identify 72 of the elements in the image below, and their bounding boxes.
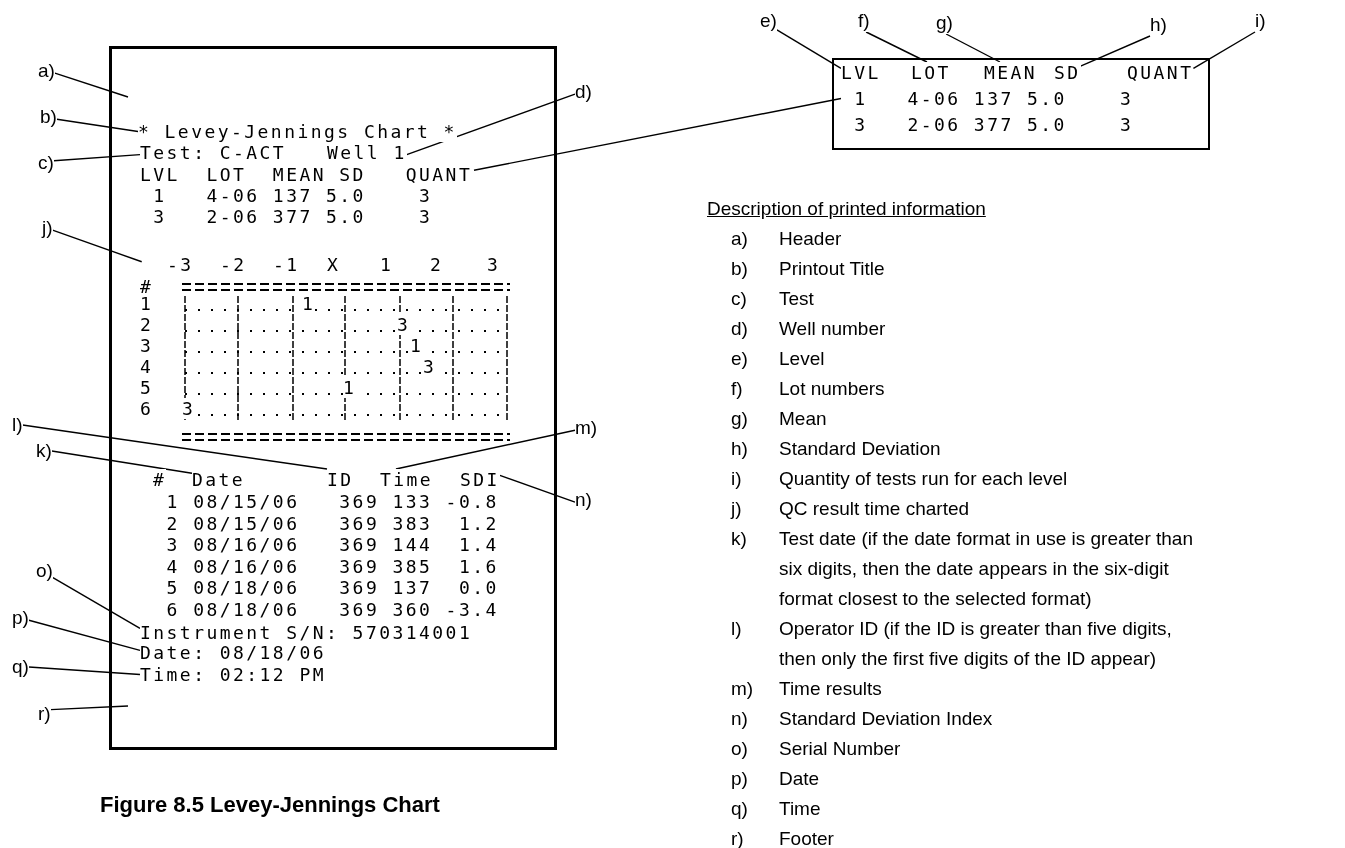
list-marker: i) xyxy=(731,467,743,491)
leader-line xyxy=(53,153,141,162)
leader-line xyxy=(499,474,576,503)
figure-caption: Figure 8.5 Levey-Jennings Chart xyxy=(100,792,440,818)
list-item-text: Mean xyxy=(779,407,828,431)
list-marker: e) xyxy=(731,347,749,371)
leader-line xyxy=(54,72,129,98)
table-row-text: 1 08/15/06 369 133 -0.8 xyxy=(165,491,499,512)
list-marker: p) xyxy=(731,767,749,791)
data-point-label: 3 xyxy=(397,314,411,335)
list-item-text: QC result time charted xyxy=(779,497,971,521)
leader-line xyxy=(51,450,193,474)
leader-line xyxy=(56,118,139,133)
list-marker: f) xyxy=(731,377,744,401)
list-marker: g) xyxy=(731,407,749,431)
data-point-label: 1 xyxy=(343,377,357,398)
leader-line xyxy=(49,705,129,711)
list-item-text: Time xyxy=(779,797,822,821)
table-header-row: LVL LOT MEAN SD QUANT xyxy=(140,164,473,185)
list-item-text: Printout Title xyxy=(779,257,886,281)
leader-line xyxy=(28,666,141,676)
leader-line xyxy=(1079,35,1151,67)
list-marker: n) xyxy=(731,707,749,731)
leader-line xyxy=(776,29,842,69)
table-row-text: 2 08/15/06 369 383 1.2 xyxy=(165,512,499,534)
table-row-text: 6 08/18/06 369 360 -3.4 xyxy=(165,599,499,620)
list-item-text: Time results xyxy=(779,677,883,701)
list-item-text: Well number xyxy=(779,317,887,341)
inset-box xyxy=(832,58,1210,150)
list-marker: m) xyxy=(731,677,755,701)
list-item-text: Standard Deviation xyxy=(779,437,942,461)
table-row-text: 4 08/16/06 369 385 1.6 xyxy=(165,555,499,577)
list-item-text: Test xyxy=(779,287,815,311)
list-item-text: Serial Number xyxy=(779,737,902,761)
table-row-text: 3 2-06 377 5.0 3 xyxy=(152,206,433,227)
list-heading: Description of printed information xyxy=(707,197,986,221)
printout-box xyxy=(109,46,557,750)
list-marker: c) xyxy=(731,287,748,311)
list-item-text: Operator ID (if the ID is greater than five digits, then only the first five digits of the ID appear) xyxy=(779,617,1173,671)
printout-title: * Levey-Jennings Chart * xyxy=(138,121,457,142)
leader-line xyxy=(945,33,1001,63)
list-marker: a) xyxy=(731,227,749,251)
list-item-text: Header xyxy=(779,227,843,251)
list-marker: b) xyxy=(731,257,749,281)
list-marker: k) xyxy=(731,527,748,551)
table-row-text: 5 08/18/06 369 137 0.0 xyxy=(165,577,499,599)
leader-line xyxy=(406,93,576,156)
table-row-text: 3 08/16/06 369 144 1.4 xyxy=(165,534,499,556)
leader-line xyxy=(1192,31,1256,69)
list-marker: h) xyxy=(731,437,749,461)
list-item-text: Standard Deviation Index xyxy=(779,707,994,731)
leader-line xyxy=(865,31,928,63)
list-item-text: Lot numbers xyxy=(779,377,886,401)
leader-line xyxy=(52,576,141,629)
leader-line xyxy=(21,424,328,470)
connector-line xyxy=(473,97,842,171)
list-marker: j) xyxy=(731,497,743,521)
list-marker: l) xyxy=(731,617,743,641)
list-marker: q) xyxy=(731,797,749,821)
table-row: 3 2-06 377 5.0 3 xyxy=(841,114,1134,135)
table-row: 1 4-06 137 5.0 3 xyxy=(841,88,1134,109)
leader-line xyxy=(395,429,576,470)
list-item-text: Level xyxy=(779,347,826,371)
list-item-text: Quantity of tests run for each level xyxy=(779,467,1069,491)
leader-line xyxy=(51,229,143,263)
table-row-text: 1 4-06 137 5.0 3 xyxy=(152,185,433,206)
list-marker: d) xyxy=(731,317,749,341)
list-item-text: Test date (if the date format in use is greater than six digits, then the date appears in the six-digit format closest to the selected format) xyxy=(779,527,1194,611)
list-item-text: Date xyxy=(779,767,821,791)
list-marker: o) xyxy=(731,737,749,761)
list-item-text: Footer xyxy=(779,827,835,848)
leader-line xyxy=(28,619,141,652)
